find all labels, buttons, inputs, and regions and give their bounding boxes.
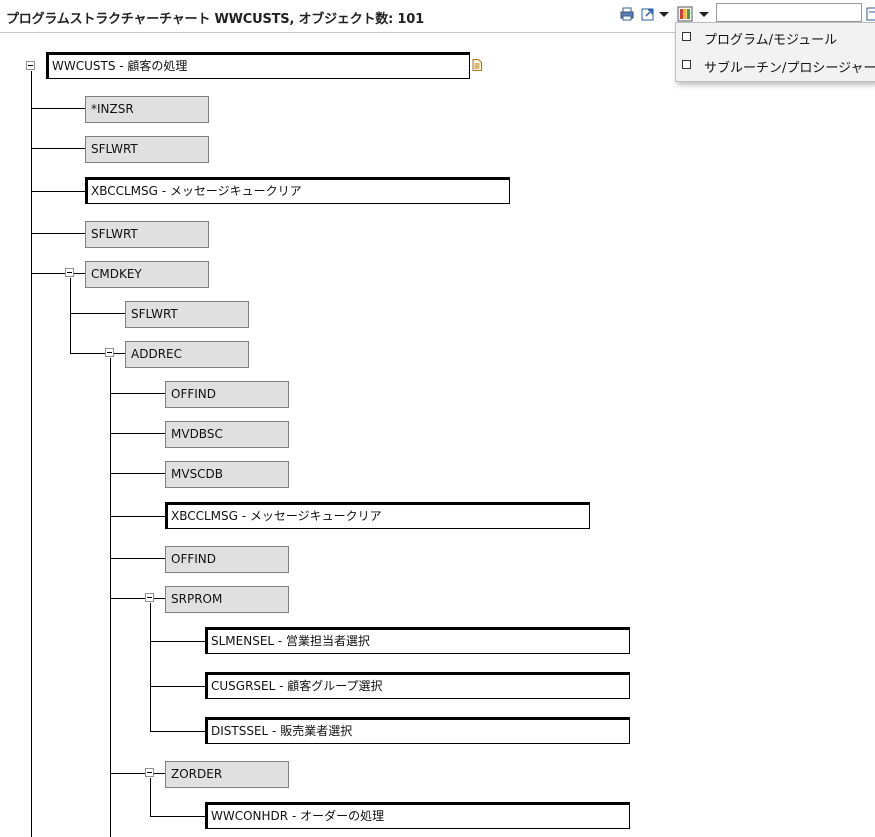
tree-node-program[interactable]: CUSGRSEL - 顧客グループ選択: [205, 672, 630, 699]
tree-connector: [110, 516, 166, 517]
checkbox[interactable]: [682, 60, 691, 69]
tree-connector: [110, 358, 111, 837]
tree-node-subroutine[interactable]: ADDREC: [125, 341, 249, 368]
collapse-toggle-icon[interactable]: [105, 348, 114, 357]
checkbox[interactable]: [682, 32, 691, 41]
tree-connector: [150, 686, 206, 687]
collapse-toggle-icon[interactable]: [145, 768, 154, 777]
tree-connector: [110, 433, 166, 434]
tree-connector: [70, 313, 126, 314]
tree-connector: [31, 148, 86, 149]
tree-connector: [110, 473, 166, 474]
tree-node-subroutine[interactable]: SFLWRT: [85, 221, 209, 248]
tree-connector: [154, 598, 166, 599]
tree-node-program[interactable]: SLMENSEL - 営業担当者選択: [205, 627, 630, 654]
tree-node-subroutine[interactable]: SFLWRT: [125, 301, 249, 328]
title-bar: プログラムストラクチャーチャート WWCUSTS, オブジェクト数: 101: [0, 0, 875, 33]
dropdown-arrow-icon[interactable]: [658, 6, 674, 22]
menu-item-label: サブルーチン/プロシージャー: [704, 61, 875, 76]
tree-connector: [31, 71, 32, 837]
tree-connector: [110, 393, 166, 394]
tree-node-subroutine[interactable]: ZORDER: [165, 761, 289, 788]
search-icon[interactable]: [866, 6, 875, 22]
tree-connector: [31, 233, 86, 234]
tree-connector: [31, 191, 86, 192]
tree-node-subroutine[interactable]: MVSCDB: [165, 461, 289, 488]
tree-connector: [114, 353, 126, 354]
collapse-toggle-icon[interactable]: [26, 61, 35, 70]
page-title: プログラムストラクチャーチャート WWCUSTS, オブジェクト数: 101: [6, 12, 424, 27]
filter-menu: プログラム/モジュール サブルーチン/プロシージャー: [675, 22, 875, 82]
tree-node-subroutine[interactable]: SFLWRT: [85, 136, 209, 163]
tree-connector: [31, 108, 86, 109]
tree-node-subroutine[interactable]: MVDBSC: [165, 421, 289, 448]
tree-connector: [150, 603, 151, 732]
tree-connector: [110, 558, 166, 559]
search-input[interactable]: [716, 3, 862, 22]
tree-connector: [154, 773, 166, 774]
tree-node-program[interactable]: DISTSSEL - 販売業者選択: [205, 717, 630, 744]
tree-node-subroutine[interactable]: OFFIND: [165, 546, 289, 573]
tree-node-program[interactable]: WWCONHDR - オーダーの処理: [205, 802, 630, 829]
tree-connector: [31, 273, 65, 274]
menu-item-label: プログラム/モジュール: [704, 33, 838, 48]
menu-item-subroutine-procedure[interactable]: サブルーチン/プロシージャー: [676, 52, 875, 79]
collapse-toggle-icon[interactable]: [145, 593, 154, 602]
export-icon[interactable]: [640, 6, 656, 22]
menu-item-program-module[interactable]: プログラム/モジュール: [676, 24, 875, 51]
tree-node-program[interactable]: WWCUSTS - 顧客の処理: [46, 52, 470, 79]
document-icon[interactable]: [472, 56, 482, 71]
collapse-toggle-icon[interactable]: [65, 268, 74, 277]
tree-node-program[interactable]: XBCCLMSG - メッセージキュークリア: [165, 502, 590, 529]
tree-connector: [150, 641, 206, 642]
tree-connector: [70, 278, 71, 354]
tree-node-subroutine[interactable]: SRPROM: [165, 586, 289, 613]
tree-node-subroutine[interactable]: OFFIND: [165, 381, 289, 408]
tree-node-subroutine[interactable]: *INZSR: [85, 96, 209, 123]
tree-connector: [150, 778, 151, 817]
tree-connector: [110, 598, 145, 599]
tree-connector: [150, 731, 206, 732]
tree-connector: [150, 816, 206, 817]
print-icon[interactable]: [619, 6, 635, 22]
dropdown-arrow-icon[interactable]: [698, 6, 714, 22]
color-legend-icon[interactable]: [677, 6, 693, 22]
tree-node-subroutine[interactable]: CMDKEY: [85, 261, 209, 288]
tree-connector: [74, 273, 86, 274]
tree-connector: [110, 773, 145, 774]
tree-connector: [70, 353, 105, 354]
tree-node-program[interactable]: XBCCLMSG - メッセージキュークリア: [85, 177, 510, 204]
right-border: [872, 32, 875, 837]
